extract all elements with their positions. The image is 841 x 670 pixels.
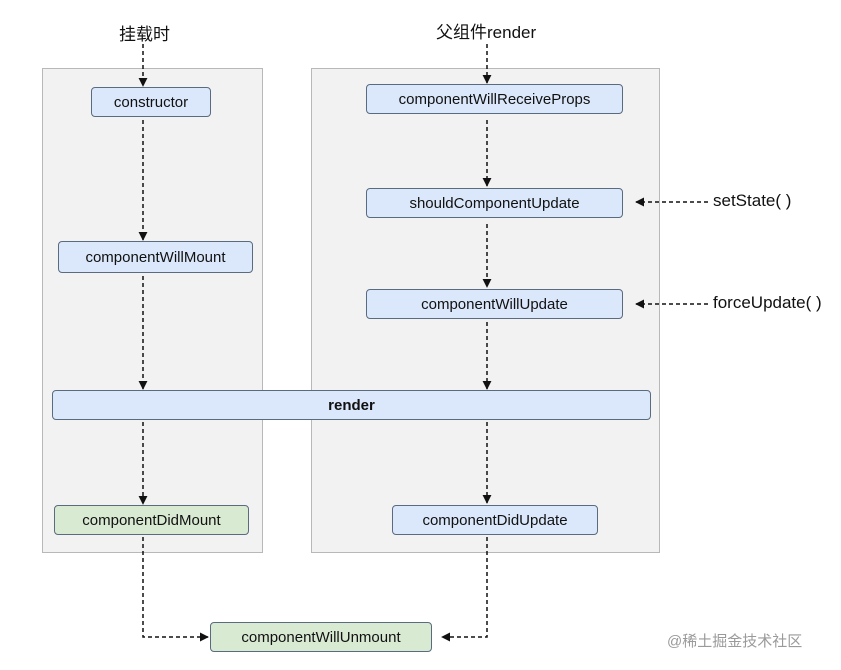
force-update-label: forceUpdate( ) <box>713 293 822 312</box>
watermark: @稀土掘金技术社区 <box>667 633 803 650</box>
render-node: render <box>52 390 651 420</box>
set-state-label: setState( ) <box>713 191 792 210</box>
constructor-node: constructor <box>91 87 211 117</box>
arrow-did-update-to-unmount <box>441 537 488 642</box>
component-will-update-node: componentWillUpdate <box>366 289 623 319</box>
mount-panel <box>42 68 263 553</box>
arrow-did-mount-to-unmount <box>142 537 209 642</box>
component-will-receive-props-node: componentWillReceiveProps <box>366 84 623 114</box>
mount-label: 挂载时 <box>119 25 170 44</box>
should-component-update-node: shouldComponentUpdate <box>366 188 623 218</box>
component-did-update-node: componentDidUpdate <box>392 505 598 535</box>
component-will-mount-node: componentWillMount <box>58 241 253 273</box>
parent-render-label: 父组件render <box>436 23 537 42</box>
component-will-unmount-node: componentWillUnmount <box>210 622 432 652</box>
component-did-mount-node: componentDidMount <box>54 505 249 535</box>
